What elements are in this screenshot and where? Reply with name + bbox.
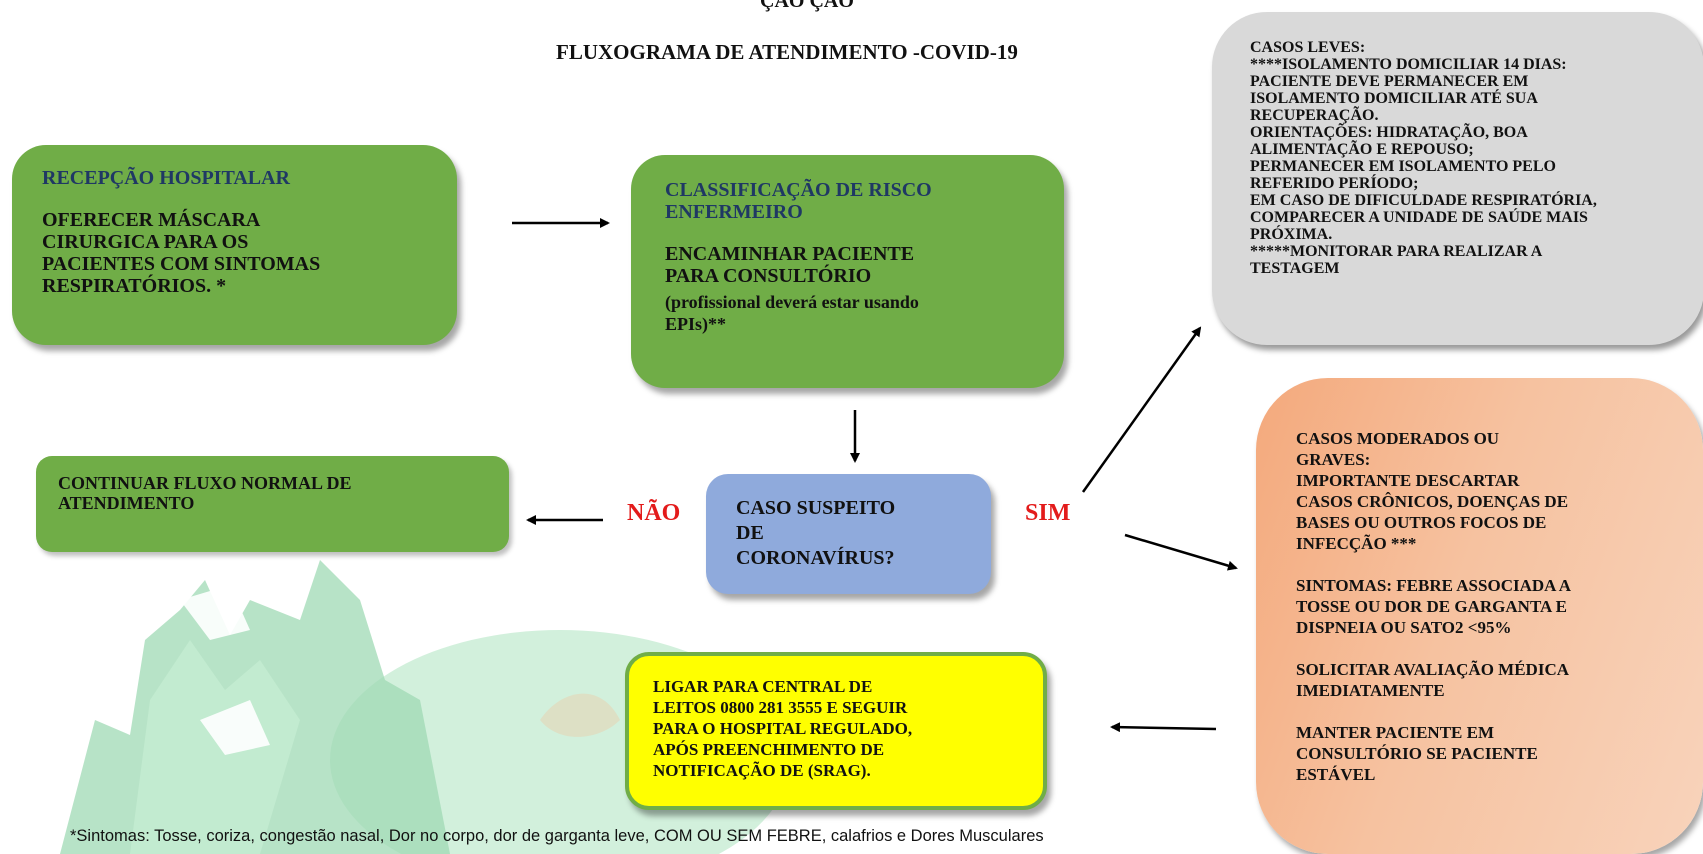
mild-cases-box: CASOS LEVES: ****ISOLAMENTO DOMICILIAR 1… [1212, 12, 1703, 345]
continue-box: CONTINUAR FLUXO NORMAL DE ATENDIMENTO [36, 456, 509, 552]
severe-request: SOLICITAR AVALIAÇÃO MÉDICA IMEDIATAMENTE [1296, 660, 1570, 700]
reception-box: RECEPÇÃO HOSPITALAR OFERECER MÁSCARA CIR… [12, 145, 457, 345]
header-fragment: ÇÃO ÇÃO [760, 0, 854, 12]
decision-box: CASO SUSPEITO DE CORONAVÍRUS? [706, 474, 991, 594]
arrow-yes-to-mild [1081, 326, 1202, 493]
severe-cases-box: CASOS MODERADOS OU GRAVES: IMPORTANTE DE… [1256, 378, 1703, 854]
call-central-box: LIGAR PARA CENTRAL DE LEITOS 0800 281 35… [625, 652, 1047, 810]
arrow-severe-to-call [1110, 722, 1217, 733]
reception-title: RECEPÇÃO HOSPITALAR [42, 167, 290, 189]
decision-question: CASO SUSPEITO DE CORONAVÍRUS? [736, 497, 896, 569]
footnote: *Sintomas: Tosse, coriza, congestão nasa… [70, 827, 1044, 845]
severe-intro: CASOS MODERADOS OU GRAVES: IMPORTANTE DE… [1296, 429, 1569, 553]
arrow-yes-to-severe [1124, 533, 1238, 571]
severe-keep: MANTER PACIENTE EM CONSULTÓRIO SE PACIEN… [1296, 723, 1538, 784]
reception-body: OFERECER MÁSCARA CIRURGICA PARA OS PACIE… [42, 209, 321, 297]
no-label: NÃO [627, 500, 681, 526]
classification-body: ENCAMINHAR PACIENTE PARA CONSULTÓRIO [665, 243, 915, 287]
classification-note: (profissional deverá estar usando EPIs)*… [665, 292, 919, 334]
page-title: FLUXOGRAMA DE ATENDIMENTO -COVID-19 [556, 40, 1018, 64]
classification-box: CLASSIFICAÇÃO DE RISCO ENFERMEIRO ENCAMI… [631, 155, 1064, 388]
continue-body: CONTINUAR FLUXO NORMAL DE ATENDIMENTO [58, 473, 352, 513]
severe-symptoms: SINTOMAS: FEBRE ASSOCIADA A TOSSE OU DOR… [1296, 576, 1572, 637]
mild-cases-body: CASOS LEVES: ****ISOLAMENTO DOMICILIAR 1… [1250, 39, 1597, 277]
call-central-body: LIGAR PARA CENTRAL DE LEITOS 0800 281 35… [653, 677, 913, 780]
yes-label: SIM [1025, 500, 1071, 526]
classification-title: CLASSIFICAÇÃO DE RISCO ENFERMEIRO [665, 179, 932, 223]
